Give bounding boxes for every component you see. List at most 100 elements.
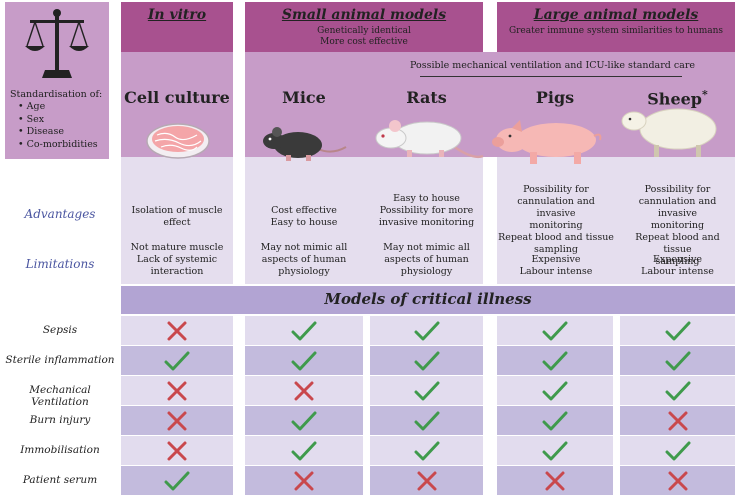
species-mice: Mice (282, 88, 326, 107)
illness-cell (245, 316, 363, 345)
illness-row-label: Mechanical Ventilation (29, 384, 91, 408)
illness-cell (245, 346, 363, 375)
illness-cell (370, 316, 483, 345)
illness-cell (245, 466, 363, 495)
species-rats: Rats (406, 88, 447, 107)
illness-cell (497, 346, 613, 375)
list-item: • Sex (18, 113, 45, 125)
cross-icon (167, 321, 187, 341)
small-animal-sub2: More cost effective (320, 37, 408, 47)
check-icon (542, 351, 568, 371)
check-icon (542, 411, 568, 431)
illness-cell (121, 436, 233, 465)
species-cell-culture: Cell culture (124, 88, 230, 107)
critical-illness-banner (121, 286, 735, 314)
cross-icon (417, 471, 436, 491)
illness-row-label: Burn injury (29, 414, 91, 426)
mouse-icon (263, 127, 347, 161)
list-item: • Co-morbidities (18, 138, 98, 150)
illness-row-label: Immobilisation (20, 444, 100, 456)
cross-icon (167, 441, 187, 461)
illness-cell (370, 406, 483, 435)
illness-cell (620, 376, 735, 405)
check-icon (665, 381, 690, 401)
illness-cell (497, 406, 613, 435)
in-vitro-title: In vitro (147, 7, 207, 23)
sheep-asterisk: * (701, 88, 708, 101)
ventilation-note: Possible mechanical ventilation and ICU-… (409, 60, 696, 71)
header-large-animal: Large animal models Greater immune syste… (497, 2, 735, 52)
standardisation-title: Standardisation of: (10, 89, 103, 100)
check-icon (164, 471, 190, 491)
illness-cell (370, 346, 483, 375)
check-icon (414, 441, 439, 461)
ventilation-note-underline (420, 76, 682, 77)
illness-cell (497, 436, 613, 465)
advantages-label: Advantages (24, 207, 96, 221)
check-icon (414, 381, 439, 401)
sheep-icon (621, 108, 717, 157)
illness-row-label: Sterile inflammation (5, 354, 115, 366)
illness-cell (620, 316, 735, 345)
limitations-label: Limitations (25, 257, 95, 271)
illness-cell (370, 376, 483, 405)
check-icon (542, 321, 568, 341)
check-icon (291, 351, 317, 371)
pig-icon (492, 120, 602, 164)
large-animal-sub1: Greater immune system similarities to hu… (508, 26, 724, 36)
list-item: • Disease (18, 126, 64, 137)
scales-icon (25, 9, 89, 78)
illness-cell (121, 376, 233, 405)
illness-cell (620, 466, 735, 495)
check-icon (414, 411, 439, 431)
header-small-animal: Small animal models Genetically identica… (245, 2, 483, 52)
cross-icon (668, 411, 687, 431)
standardisation-list: • Age • Sex • Disease • Co-morbidities (18, 101, 108, 151)
cross-icon (167, 381, 187, 401)
illness-cell (245, 406, 363, 435)
small-animal-sub1: Genetically identical (317, 26, 411, 36)
illness-cell (121, 316, 233, 345)
rat-icon (375, 120, 484, 159)
illness-cell (620, 406, 735, 435)
species-sheep: Sheep* (647, 88, 708, 109)
check-icon (542, 381, 568, 401)
header-in-vitro: In vitro (121, 2, 233, 52)
species-pigs: Pigs (535, 88, 575, 107)
illness-cell (497, 376, 613, 405)
check-icon (291, 441, 317, 461)
cross-icon (294, 471, 314, 491)
illness-cell (121, 406, 233, 435)
illness-row-label: Patient serum (22, 474, 98, 486)
small-animal-title: Small animal models (281, 7, 447, 23)
check-icon (291, 321, 317, 341)
critical-illness-title: Models of critical illness (324, 290, 532, 308)
check-icon (542, 441, 568, 461)
illness-cell (497, 316, 613, 345)
check-icon (291, 411, 317, 431)
illness-cell (245, 376, 363, 405)
illness-cell (620, 346, 735, 375)
check-icon (665, 321, 690, 341)
illness-cell (121, 346, 233, 375)
petri-dish-icon (146, 123, 210, 159)
large-animal-title: Large animal models (533, 7, 699, 23)
cross-icon (294, 381, 314, 401)
illness-row-label: Sepsis (42, 324, 78, 336)
check-icon (665, 441, 690, 461)
illness-cell (497, 466, 613, 495)
illness-cell (245, 436, 363, 465)
list-item: • Age (18, 101, 46, 112)
check-icon (665, 351, 690, 371)
cross-icon (167, 411, 187, 431)
